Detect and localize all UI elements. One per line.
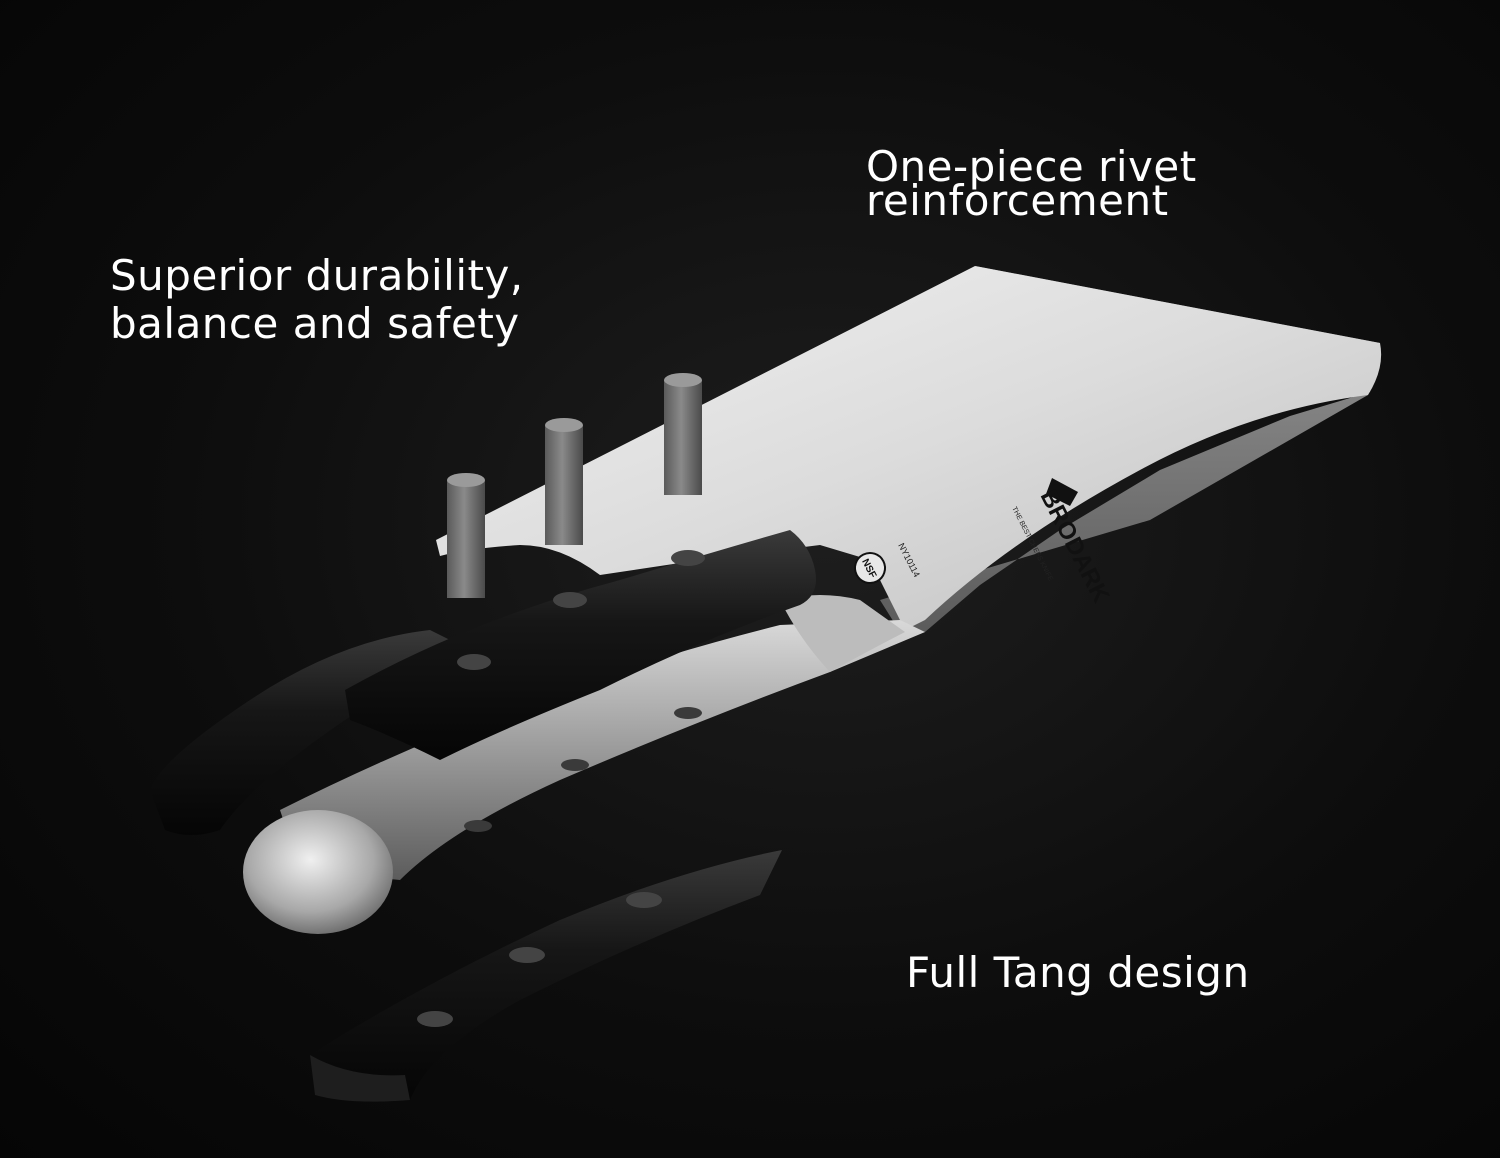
- scale-hole: [626, 892, 662, 908]
- handle-scale-top: [345, 530, 816, 760]
- caption-durability: Superior durability, balance and safety: [110, 252, 524, 348]
- blade: BRODARK THE BEST CHEFS KNIFE NY10114 NSF: [436, 266, 1382, 640]
- butt-cap: [243, 810, 393, 934]
- tang-hole: [561, 759, 589, 771]
- caption-full-tang: Full Tang design: [906, 948, 1250, 998]
- blade-face: [436, 266, 1382, 630]
- bolster: [780, 595, 905, 672]
- blade-logo-mark: [1046, 478, 1078, 506]
- rivet: [545, 418, 583, 545]
- rivet: [664, 373, 702, 495]
- scale-hole: [671, 550, 705, 566]
- caption-full-tang-text: Full Tang design: [906, 948, 1250, 997]
- rivet: [447, 473, 485, 598]
- caption-rivet-line1: One-piece rivet: [866, 142, 1197, 191]
- scale-hole: [457, 654, 491, 670]
- caption-durability-line2: balance and safety: [110, 299, 520, 348]
- caption-rivet: One-piece rivet reinforcement: [866, 142, 1197, 225]
- scale-hole: [509, 947, 545, 963]
- rivets: [447, 373, 702, 598]
- full-tang: [243, 595, 925, 934]
- scale-hole: [553, 592, 587, 608]
- handle-scale-bottom: [310, 850, 782, 1102]
- caption-durability-line1: Superior durability,: [110, 251, 524, 300]
- tang-hole: [464, 820, 492, 832]
- caption-rivet-line2: reinforcement: [866, 176, 1169, 225]
- tang-hole: [674, 707, 702, 719]
- nsf-badge: NSF: [854, 552, 886, 584]
- scale-hole: [417, 1011, 453, 1027]
